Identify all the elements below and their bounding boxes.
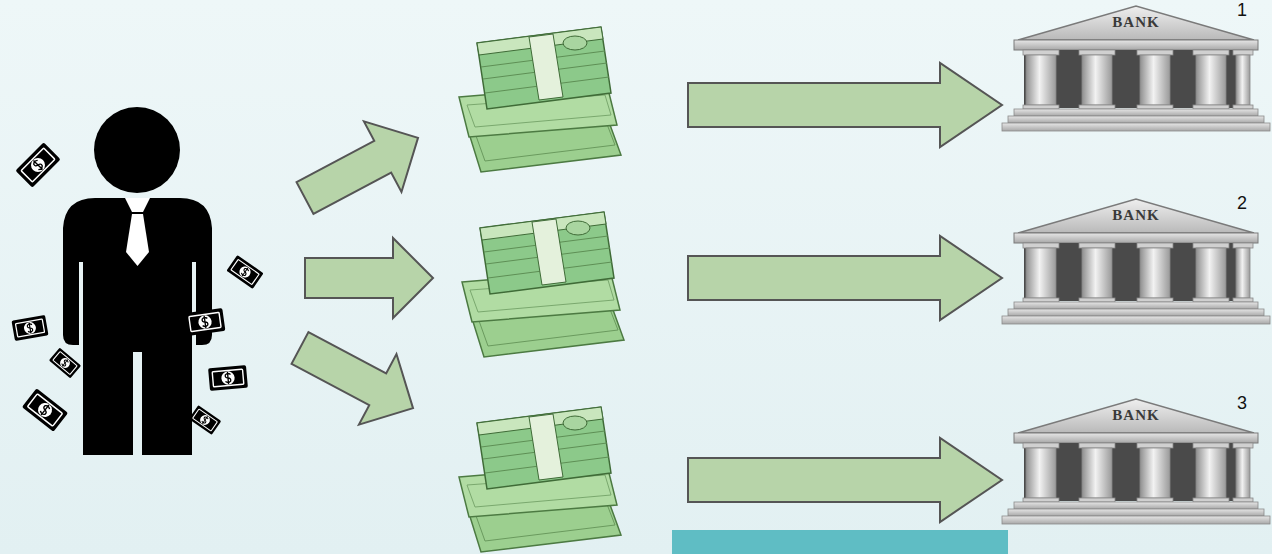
callout-number: 3 bbox=[1237, 393, 1247, 414]
bank-name: BANK bbox=[1000, 207, 1272, 224]
dollar-bills bbox=[11, 142, 263, 435]
split-arrows bbox=[281, 103, 437, 444]
bank-building: BANK1 bbox=[1000, 0, 1272, 132]
bank-name: BANK bbox=[1000, 407, 1272, 424]
bank-name: BANK bbox=[1000, 14, 1272, 31]
teal-bar bbox=[672, 530, 1008, 554]
deposit-arrows bbox=[688, 63, 1002, 522]
callout-number: 1 bbox=[1237, 0, 1247, 21]
money-stacks bbox=[459, 27, 624, 552]
callout-number: 2 bbox=[1237, 193, 1247, 214]
bank-building: BANK3 bbox=[1000, 393, 1272, 525]
businessman-icon bbox=[63, 107, 212, 455]
bank-building: BANK2 bbox=[1000, 193, 1272, 325]
